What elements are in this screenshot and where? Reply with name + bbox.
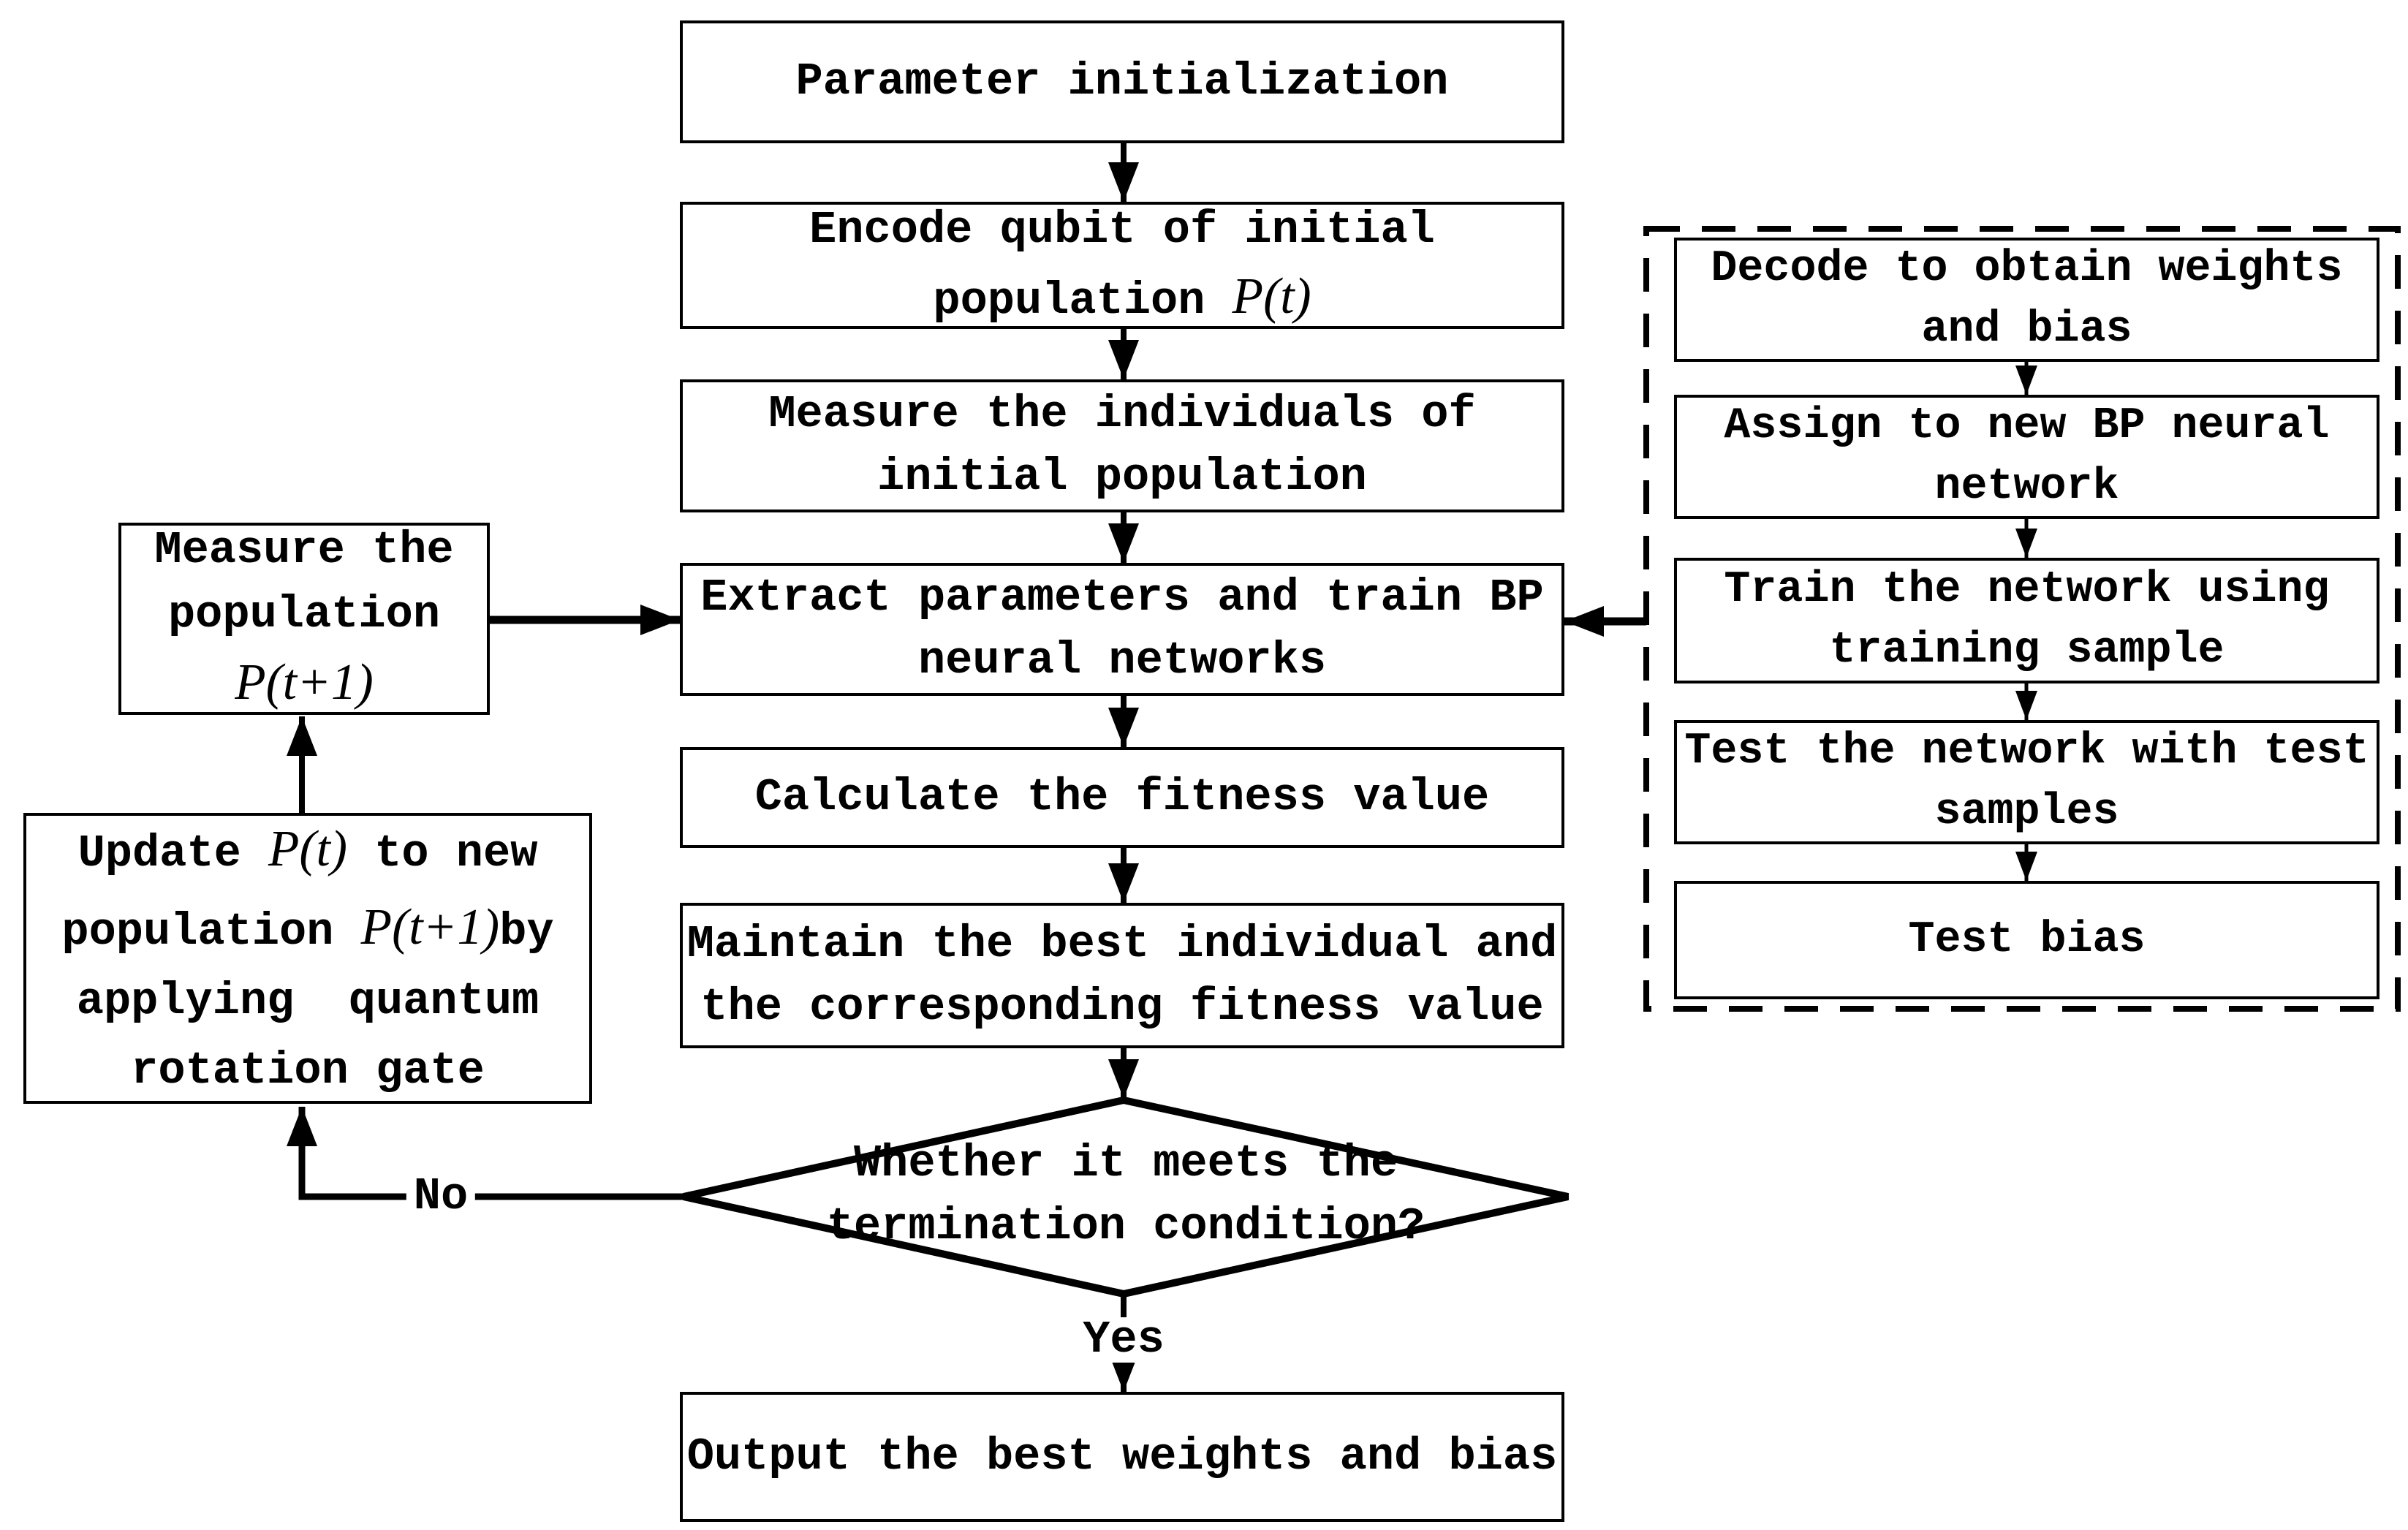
decode-line2: and bias xyxy=(1921,305,2132,355)
decision-diamond-shape xyxy=(682,1096,1570,1298)
node-test-network: Test the network with test samples xyxy=(1674,720,2379,844)
encode-line1: Encode qubit of initial xyxy=(809,203,1435,256)
test-network-line1: Test the network with test xyxy=(1684,727,2369,777)
bp-subprocess-dashed-border xyxy=(1643,226,2401,1012)
test-network-line2: samples xyxy=(1934,787,2119,837)
arrow-decision-no-to-update xyxy=(287,1107,684,1200)
measure-individuals-line2: initial population xyxy=(877,451,1367,503)
parameter-init-label: Parameter initialization xyxy=(795,56,1449,108)
node-measure-individuals: Measure the individuals of initial popul… xyxy=(680,379,1564,512)
update-l2-math: P(t+1) xyxy=(360,899,500,956)
node-extract-train-bp: Extract parameters and train BP neural n… xyxy=(680,563,1564,696)
train-line2: training sample xyxy=(1829,626,2225,675)
edge-label-no: No xyxy=(406,1174,476,1219)
measure-population-line1: Measure the xyxy=(154,523,454,576)
measure-population-math: P(t+1) xyxy=(235,654,374,711)
node-decode-weights: Decode to obtain weights and bias xyxy=(1674,238,2379,362)
update-l2-post: by xyxy=(499,906,554,958)
update-l1-post: to new xyxy=(347,828,538,880)
node-maintain-best: Maintain the best individual and the cor… xyxy=(680,903,1564,1048)
maintain-line2: the corresponding fitness value xyxy=(700,980,1544,1033)
edge-label-yes: Yes xyxy=(1075,1317,1172,1363)
node-train-network: Train the network using training sample xyxy=(1674,558,2379,683)
update-l2-pre: population xyxy=(61,906,361,958)
encode-line2-text: population xyxy=(933,274,1233,327)
encode-line2-math: P(t) xyxy=(1232,268,1311,325)
update-l3: applying quantum xyxy=(76,975,539,1027)
measure-individuals-line1: Measure the individuals of xyxy=(768,388,1476,441)
measure-population-line2: population xyxy=(167,588,441,640)
node-parameter-initialization: Parameter initialization xyxy=(680,20,1564,143)
node-encode-qubit: Encode qubit of initial population P(t) xyxy=(680,202,1564,329)
update-l1-math: P(t) xyxy=(268,821,347,878)
extract-line2: neural networks xyxy=(917,635,1327,686)
node-assign-bp-network: Assign to new BP neural network xyxy=(1674,395,2379,519)
update-l4: rotation gate xyxy=(131,1044,485,1097)
extract-line1: Extract parameters and train BP xyxy=(700,572,1544,624)
node-measure-population: Measure the population P(t+1) xyxy=(118,523,490,715)
node-update-population: Update P(t) to new population P(t+1)by a… xyxy=(23,813,592,1104)
update-l1-pre: Update xyxy=(77,828,269,880)
assign-line2: network xyxy=(1934,462,2119,512)
assign-line1: Assign to new BP neural xyxy=(1724,401,2330,452)
node-test-bias: Test bias xyxy=(1674,881,2379,999)
calculate-label: Calculate the fitness value xyxy=(754,771,1490,824)
test-bias-label: Test bias xyxy=(1908,914,2146,965)
node-output-best-weights: Output the best weights and bias xyxy=(680,1392,1564,1522)
decision-line1: Whether it meets the xyxy=(853,1137,1398,1190)
decode-line1: Decode to obtain weights xyxy=(1711,244,2343,295)
maintain-line1: Maintain the best individual and xyxy=(686,917,1558,970)
decision-line2: termination condition? xyxy=(826,1200,1426,1252)
train-line1: Train the network using xyxy=(1724,565,2330,616)
node-calculate-fitness: Calculate the fitness value xyxy=(680,747,1564,848)
node-decision-termination: Whether it meets the termination conditi… xyxy=(775,1109,1477,1281)
output-label: Output the best weights and bias xyxy=(686,1431,1558,1483)
